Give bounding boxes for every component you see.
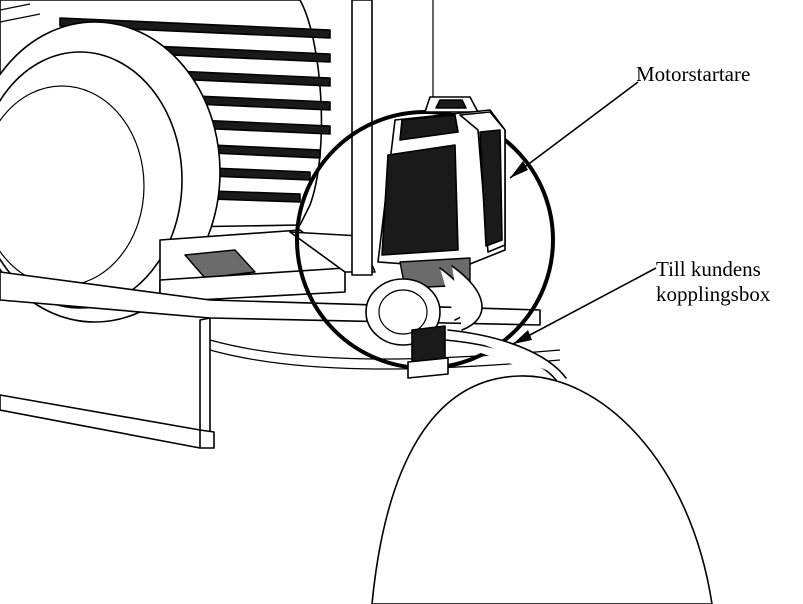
customer-box-label-line2: kopplingsbox bbox=[656, 282, 771, 306]
vertical-pipe bbox=[351, 0, 434, 276]
pressure-tank bbox=[371, 375, 713, 604]
leader-lines bbox=[509, 81, 657, 345]
motor-starter-label: Motorstartare bbox=[636, 62, 751, 86]
motor-starter-device bbox=[365, 96, 567, 381]
customer-box-label-line1: Till kundens bbox=[656, 257, 761, 281]
electric-motor bbox=[0, 0, 376, 323]
